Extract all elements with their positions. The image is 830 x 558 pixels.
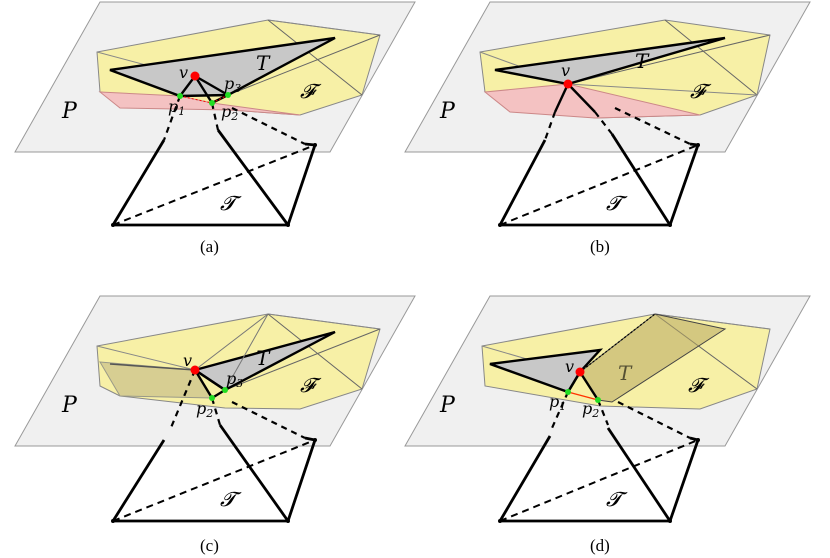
point-p2 [209, 395, 215, 401]
label-plane: P [61, 99, 78, 124]
label-tet: 𝓣 [220, 191, 242, 215]
triangle-t [494, 36, 726, 86]
point-p3 [222, 387, 228, 393]
label-triangle: T [256, 51, 271, 75]
label-v: v [183, 351, 192, 370]
caption-a: (a) [200, 237, 219, 256]
point-p1 [565, 389, 571, 395]
vertex-v [563, 79, 573, 89]
label-triangle: T [635, 49, 650, 73]
vertex-v [575, 367, 585, 377]
label-p2: p2 [582, 399, 599, 420]
caption-b: (b) [590, 237, 610, 256]
label-tet: 𝓣 [220, 487, 242, 511]
label-triangle: T [618, 361, 633, 385]
label-plane: P [61, 393, 78, 418]
point-p1 [177, 93, 183, 99]
pink-region [483, 83, 701, 119]
panel-a: P T 𝓕 𝓣 v p1 p2 p3 (a) [14, 1, 416, 256]
vertex-v [190, 71, 200, 81]
point-p2 [209, 100, 215, 106]
label-triangle: T [256, 346, 271, 370]
label-v: v [565, 357, 574, 376]
tetrahedron [111, 424, 317, 523]
label-plane: P [439, 393, 456, 418]
label-tet: 𝓣 [606, 487, 628, 511]
label-p3: p3 [224, 74, 241, 95]
caption-c: (c) [200, 536, 219, 555]
panel-c: P T 𝓕 𝓣 v p2 p3 (c) [14, 295, 416, 555]
label-tet: 𝓣 [606, 191, 628, 215]
label-p1: p1 [549, 392, 566, 413]
panel-d: P T 𝓕 𝓣 v p1 p2 (d) [404, 295, 811, 555]
point-p2 [595, 397, 601, 403]
label-v: v [561, 61, 570, 80]
label-p2: p2 [221, 102, 238, 123]
label-v: v [179, 63, 188, 82]
point-p3 [225, 92, 231, 98]
label-p1: p1 [168, 97, 185, 118]
panel-b: P T 𝓕 𝓣 v (b) [404, 1, 811, 256]
caption-d: (d) [590, 536, 610, 555]
label-p3: p3 [226, 369, 243, 390]
vertex-v [190, 365, 200, 375]
label-plane: P [439, 99, 456, 124]
label-p2: p2 [196, 399, 213, 420]
